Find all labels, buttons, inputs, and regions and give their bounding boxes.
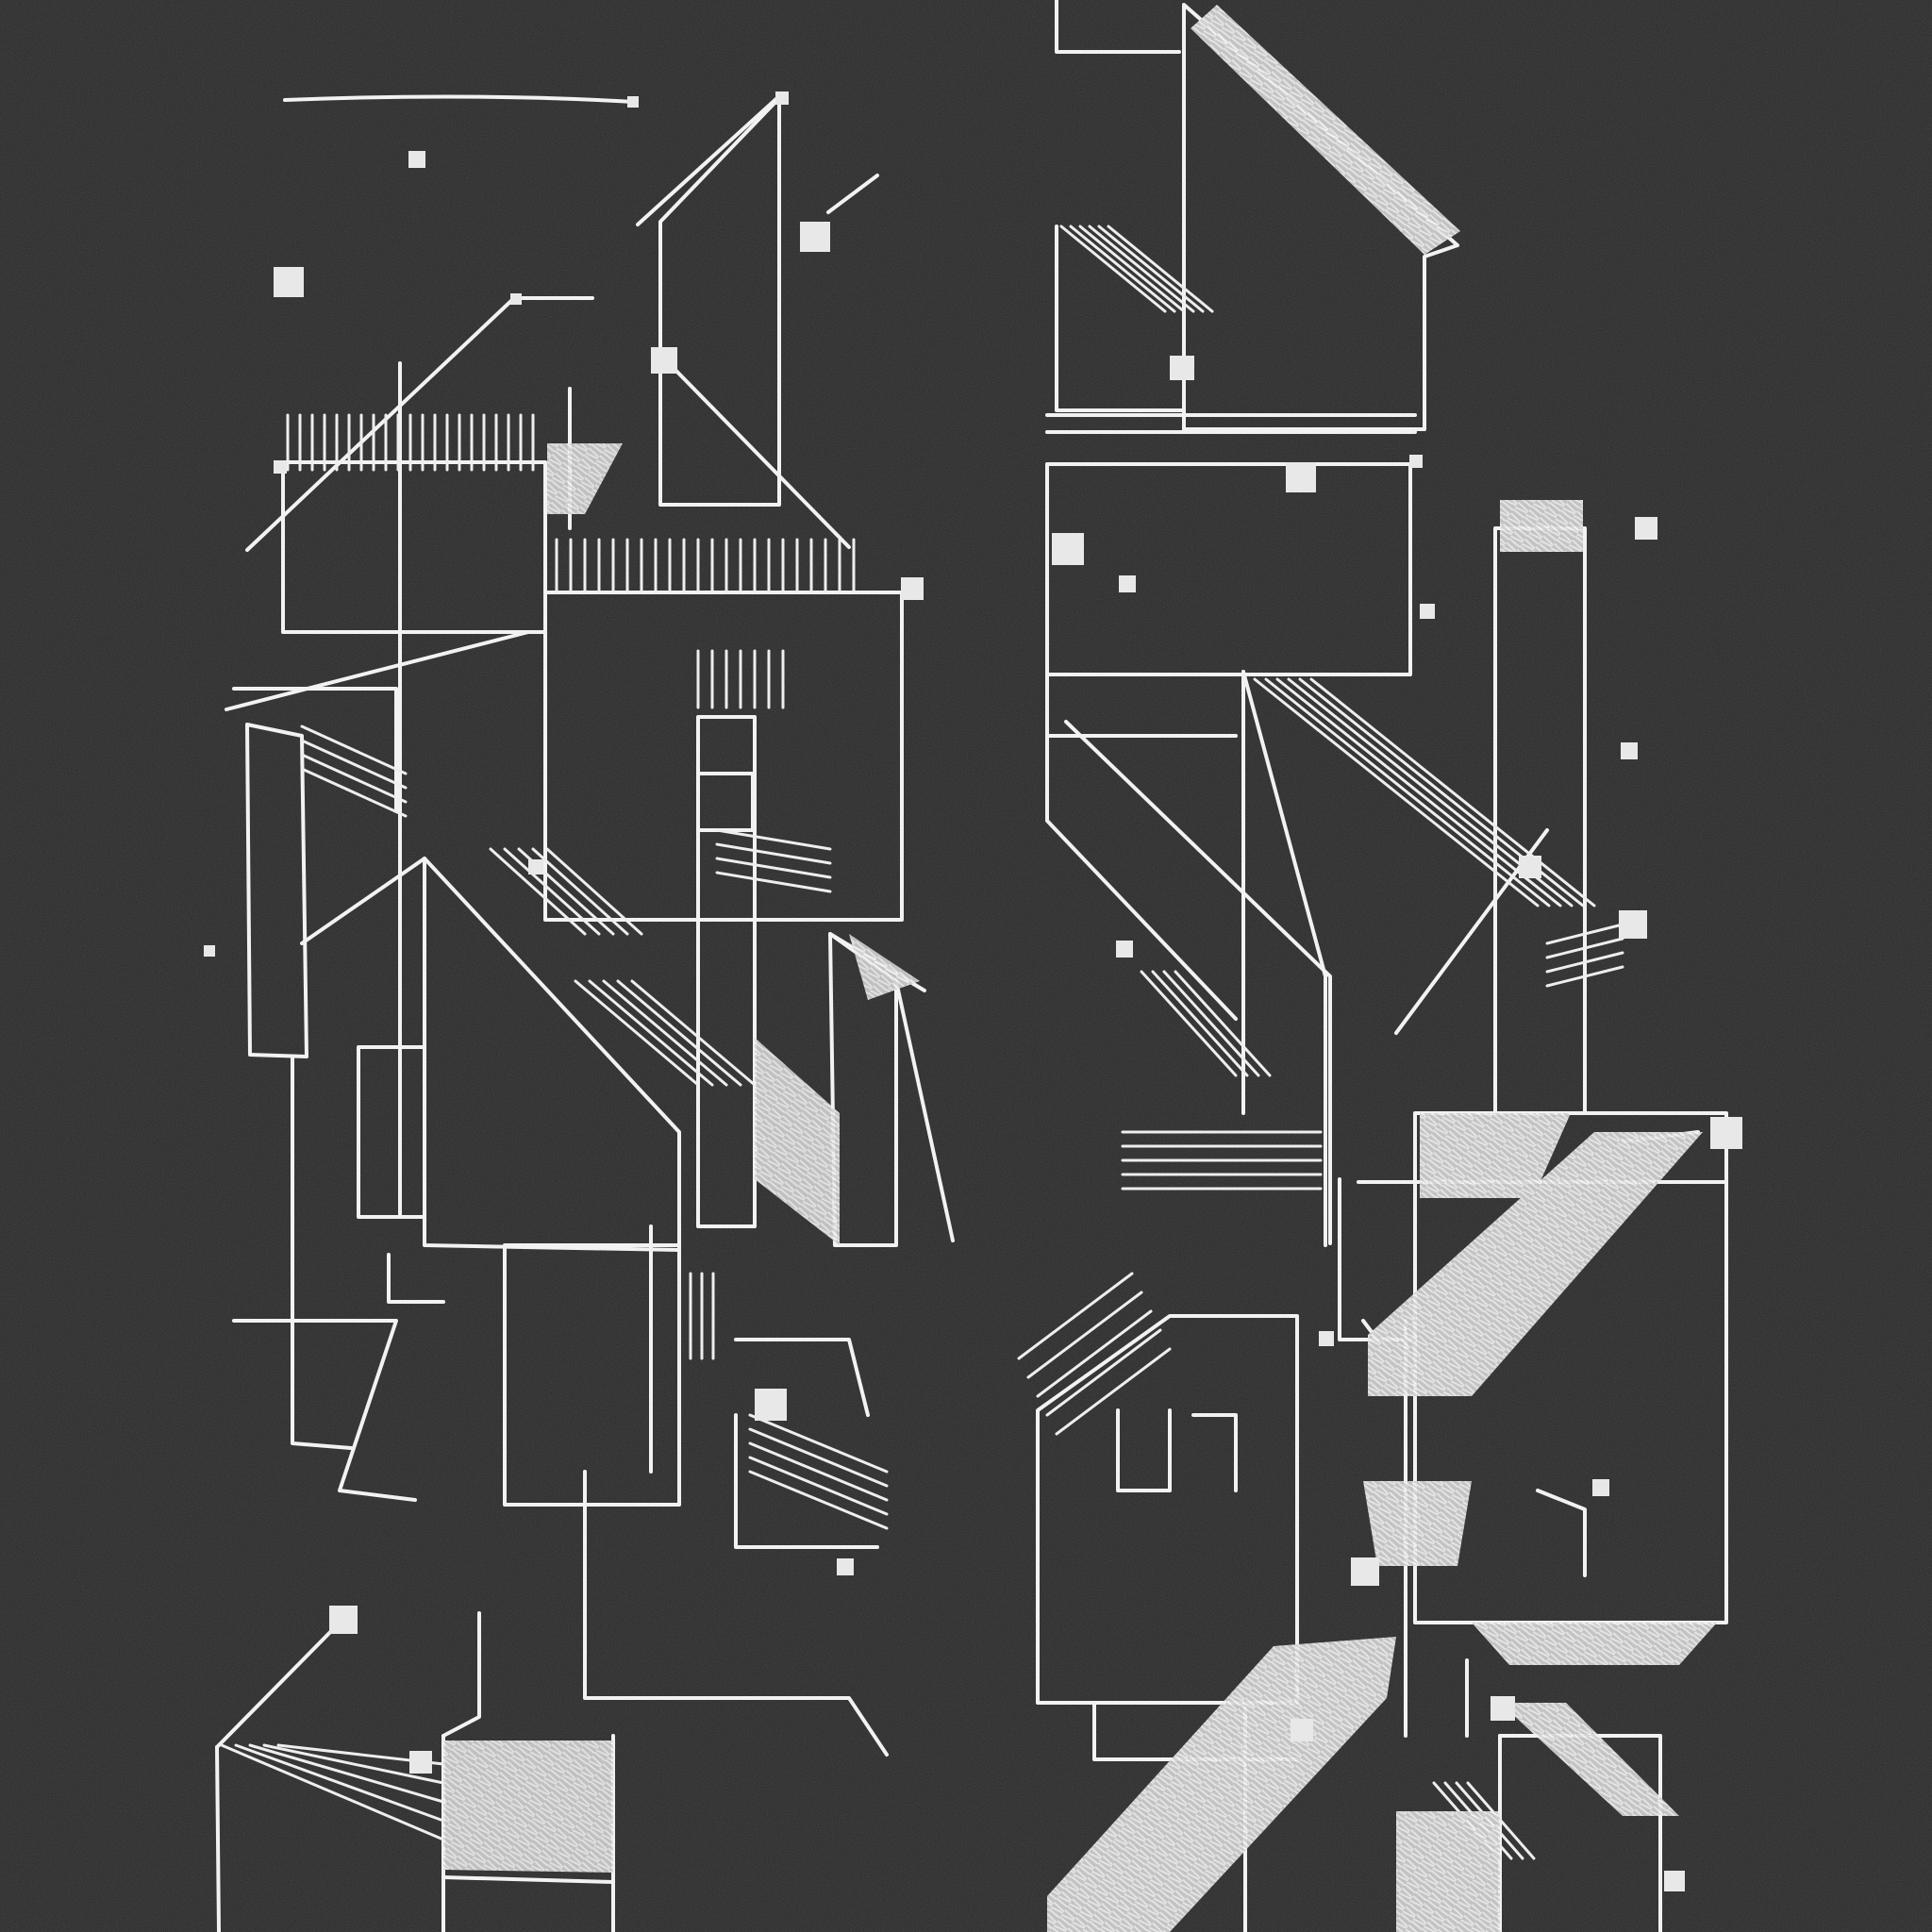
right-shaded-planes: [1047, 5, 1717, 1932]
node-markers: [204, 92, 1742, 1891]
left-tower-drawing: [215, 94, 955, 1932]
left-shaded-planes: [443, 443, 920, 1873]
right-hatching: [1017, 225, 1624, 1860]
left-hatching: [220, 413, 889, 1841]
